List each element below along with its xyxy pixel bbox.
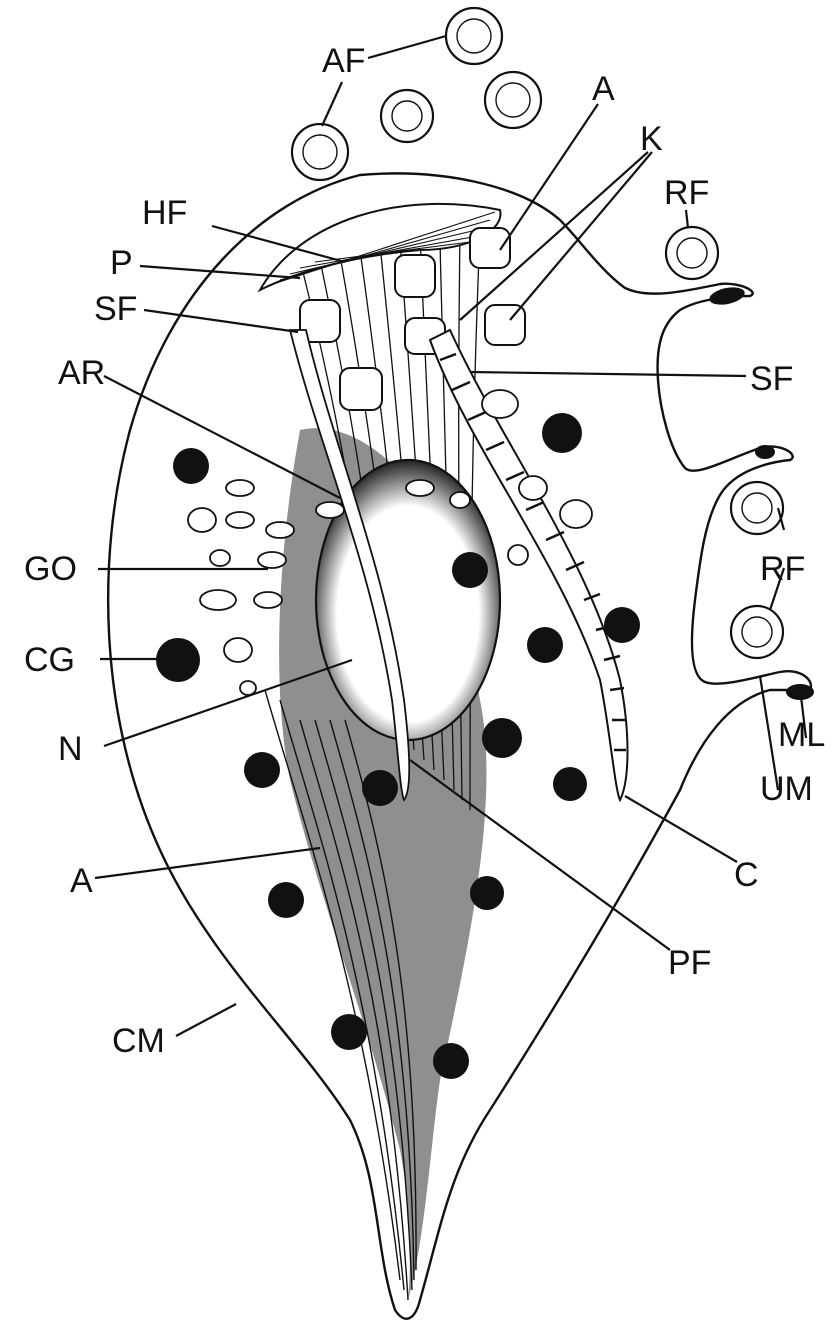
label-sf-right: SF bbox=[750, 360, 793, 398]
label-cm: CM bbox=[112, 1022, 165, 1060]
label-rf-mid: RF bbox=[760, 550, 805, 588]
label-sf-left: SF bbox=[94, 290, 137, 328]
label-pf: PF bbox=[668, 944, 711, 982]
marginal-lamella-tip-1 bbox=[708, 284, 747, 307]
label-go: GO bbox=[24, 550, 77, 588]
label-ar: AR bbox=[58, 354, 105, 392]
label-a-bottom: A bbox=[70, 862, 93, 900]
label-a-top: A bbox=[592, 70, 615, 108]
label-hf: HF bbox=[142, 194, 187, 232]
label-cg: CG bbox=[24, 641, 75, 679]
anterior-flagella-sections bbox=[292, 8, 541, 180]
label-p: P bbox=[110, 244, 133, 282]
label-k: K bbox=[640, 120, 663, 158]
label-n: N bbox=[58, 730, 83, 768]
label-af: AF bbox=[322, 42, 365, 80]
label-c: C bbox=[734, 856, 759, 894]
marginal-lamella-tip-2 bbox=[755, 445, 775, 459]
label-um: UM bbox=[760, 770, 813, 808]
label-ml: ML bbox=[778, 716, 825, 754]
label-rf-top: RF bbox=[664, 174, 709, 212]
